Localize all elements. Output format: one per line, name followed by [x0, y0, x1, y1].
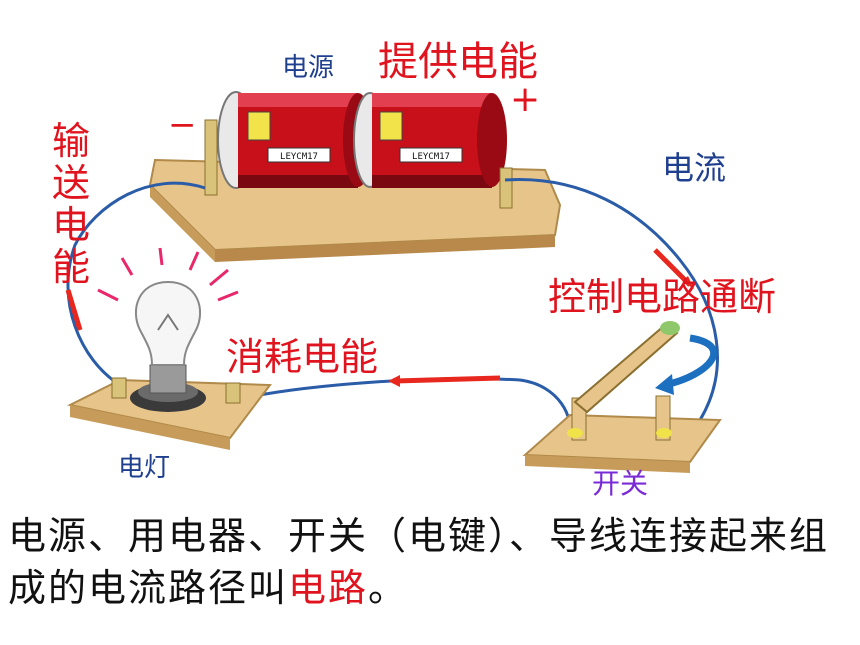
light-rays [97, 247, 239, 302]
switch-rotation-arrow [664, 334, 718, 389]
minus-sign: − [168, 105, 197, 145]
switch-board [522, 321, 722, 473]
battery-right: LEYCM17 [353, 92, 507, 188]
light-bulb [134, 280, 202, 366]
transmit-energy-label: 输送电能 [52, 119, 91, 289]
current-label: 电流 [662, 149, 727, 187]
lamp-terminal-left [111, 377, 127, 399]
switch-label: 开关 [592, 467, 649, 500]
current-arrow-right [653, 248, 692, 287]
battery-terminal-left [204, 119, 218, 196]
wire-bottom [234, 377, 572, 436]
battery-left-text: LEYCM17 [280, 152, 318, 162]
current-arrow-left [65, 289, 83, 331]
lamp-label: 电灯 [118, 453, 171, 483]
control-circuit-label: 控制电路通断 [548, 275, 777, 319]
caption-text: 电源、用电器、开关（电键）、导线连接起来组成的电流路径叫 [8, 514, 830, 610]
current-arrow-bottom [394, 375, 501, 384]
wire-left [66, 181, 206, 387]
lamp-terminal-right [225, 382, 241, 404]
battery-terminal-right [499, 167, 513, 209]
provide-energy-label: 提供电能 [378, 39, 538, 85]
caption-highlight: 电路 [288, 566, 369, 610]
caption: 电源、用电器、开关（电键）、导线连接起来组成的电流路径叫电路。 [8, 510, 858, 614]
plus-sign: + [510, 79, 541, 120]
caption-end: 。 [368, 566, 409, 610]
wire-right [504, 178, 719, 421]
battery-left: LEYCM17 [217, 91, 373, 189]
battery-right-text: LEYCM17 [412, 152, 450, 162]
power-source-label: 电源 [282, 53, 335, 83]
consume-energy-label: 消耗电能 [226, 335, 379, 379]
